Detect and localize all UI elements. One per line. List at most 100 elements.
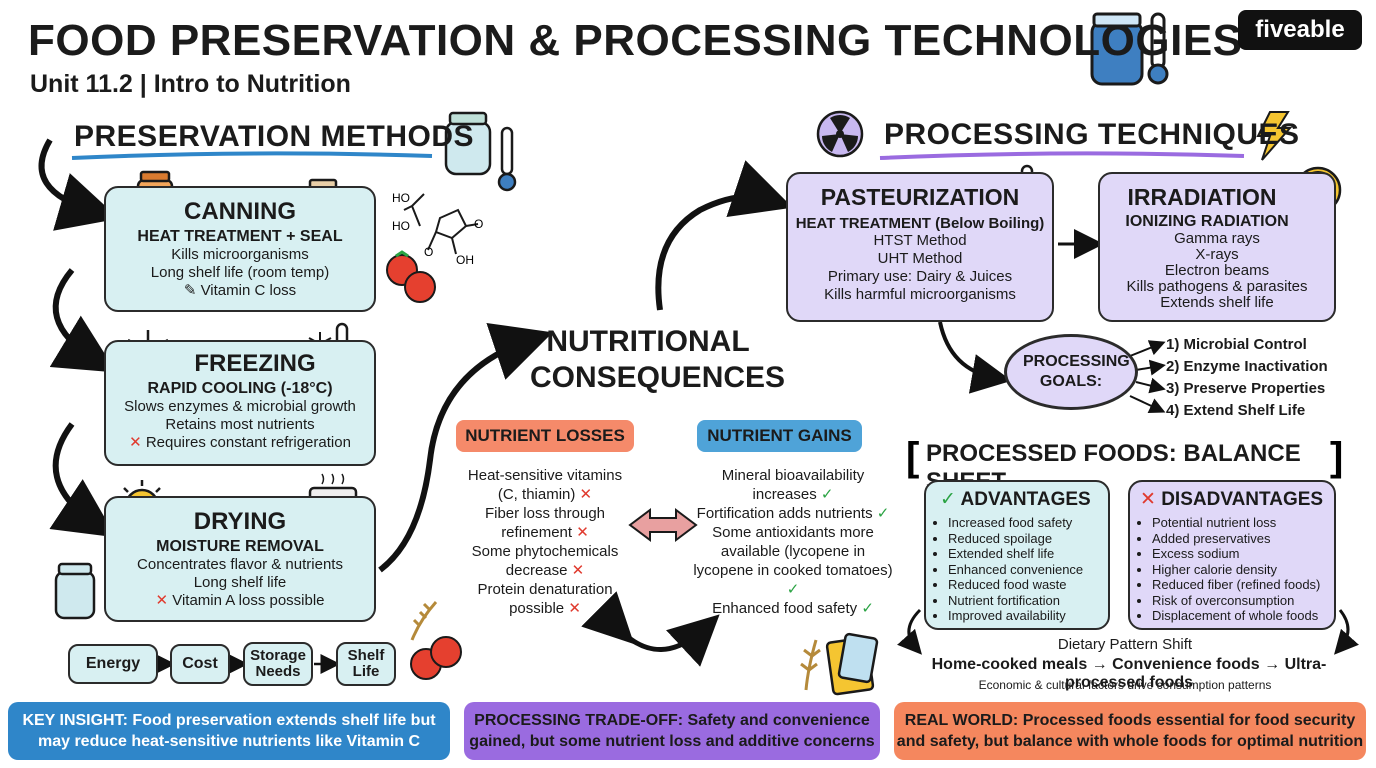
key-insight-label: KEY INSIGHT: bbox=[22, 712, 128, 729]
loss-item: Some phytochemicals decrease ✕ bbox=[471, 543, 619, 579]
irradiation-line: Extends shelf life bbox=[1160, 294, 1274, 311]
drying-title: DRYING bbox=[193, 508, 287, 535]
pasteurization-line: Kills harmful microorganisms bbox=[824, 286, 1016, 303]
cross-icon: ✕ bbox=[155, 592, 173, 609]
gain-item: Fortification adds nutrients ✓ bbox=[696, 505, 890, 522]
advantages-card: ✓ ADVANTAGES Increased food safety Reduc… bbox=[924, 480, 1110, 630]
advantage-item: Nutrient fortification bbox=[948, 593, 1108, 609]
canning-title: CANNING bbox=[184, 198, 296, 225]
irradiation-title: IRRADIATION bbox=[1127, 184, 1277, 210]
pasteurization-subtitle: HEAT TREATMENT (Below Boiling) bbox=[795, 215, 1045, 232]
disadvantage-item: Higher calorie density bbox=[1152, 562, 1334, 578]
advantage-item: Improved availability bbox=[948, 608, 1108, 624]
jar-icon bbox=[1090, 12, 1144, 86]
disadvantage-item: Risk of overconsumption bbox=[1152, 593, 1334, 609]
tradeoff-label: PROCESSING TRADE-OFF: bbox=[474, 712, 684, 729]
check-icon: ✓ bbox=[861, 600, 874, 617]
disadvantages-card: ✕ DISADVANTAGES Potential nutrient loss … bbox=[1128, 480, 1336, 630]
pasteurization-line: UHT Method bbox=[877, 250, 963, 267]
flow-cost: Cost bbox=[170, 644, 230, 684]
pasteurization-title: PASTEURIZATION bbox=[820, 184, 1020, 210]
pasteurization-card: PASTEURIZATION HEAT TREATMENT (Below Boi… bbox=[786, 172, 1054, 322]
flow-energy: Energy bbox=[68, 644, 158, 684]
molecule-label: HO bbox=[392, 191, 410, 205]
page-subtitle: Unit 11.2 | Intro to Nutrition bbox=[30, 70, 351, 98]
cross-icon: ✕ bbox=[1140, 489, 1156, 510]
bracket: ] bbox=[1330, 435, 1343, 479]
jar-icon bbox=[54, 562, 96, 620]
advantages-title: ✓ ADVANTAGES bbox=[940, 489, 1091, 510]
processing-goals-oval: PROCESSING GOALS: bbox=[1004, 334, 1138, 410]
page-title: FOOD PRESERVATION & PROCESSING TECHNOLOG… bbox=[28, 16, 1243, 65]
check-icon: ✓ bbox=[940, 489, 956, 510]
pasteurization-line: HTST Method bbox=[873, 232, 967, 249]
check-icon: ✓ bbox=[876, 505, 890, 522]
drying-subtitle: MOISTURE REMOVAL bbox=[156, 538, 324, 555]
vitamin-c-molecule-icon bbox=[403, 193, 479, 255]
tradeoff-text: Safety and convenience gained, but some … bbox=[469, 712, 875, 750]
flow-arrow bbox=[38, 138, 120, 231]
tomato-icon bbox=[410, 636, 462, 680]
disadvantage-item: Reduced fiber (refined foods) bbox=[1152, 577, 1334, 593]
thermometer-icon bbox=[1147, 12, 1169, 85]
canning-subtitle: HEAT TREATMENT + SEAL bbox=[137, 228, 343, 245]
consequences-heading: NUTRITIONAL CONSEQUENCES bbox=[530, 325, 786, 394]
nutrient-gains-label: NUTRIENT GAINS bbox=[697, 420, 862, 452]
gain-item: Mineral bioavailability increases ✓ bbox=[721, 467, 865, 503]
flow-arrow bbox=[655, 160, 793, 311]
irradiation-card: IRRADIATION IONIZING RADIATION Gamma ray… bbox=[1098, 172, 1336, 322]
freezing-card: FREEZING RAPID COOLING (-18°C) Slows enz… bbox=[104, 340, 376, 466]
disadvantages-title: ✕ DISADVANTAGES bbox=[1140, 489, 1324, 510]
wheat-icon bbox=[410, 601, 438, 641]
nutrient-losses-label: NUTRIENT LOSSES bbox=[456, 420, 634, 452]
tradeoff-bar: PROCESSING TRADE-OFF: Safety and conveni… bbox=[464, 702, 880, 760]
flow-arrow bbox=[1334, 609, 1359, 655]
processing-goals-label: PROCESSING GOALS: bbox=[1023, 353, 1130, 390]
flow-arrow bbox=[938, 321, 1012, 394]
jar-icon bbox=[444, 111, 492, 176]
disadvantage-item: Displacement of whole foods bbox=[1152, 608, 1334, 624]
drying-line: ✕ Vitamin A loss possible bbox=[106, 592, 374, 610]
flow-arrow bbox=[49, 422, 116, 538]
dietary-shift-title: Dietary Pattern Shift bbox=[1057, 636, 1193, 653]
lightning-icon bbox=[1256, 111, 1293, 161]
irradiation-subtitle: IONIZING RADIATION bbox=[1125, 213, 1289, 230]
advantages-list: Increased food safety Reduced spoilage E… bbox=[926, 515, 1108, 624]
freezing-line: Retains most nutrients bbox=[165, 416, 315, 433]
canning-line: Long shelf life (room temp) bbox=[150, 264, 330, 281]
irradiation-line: X-rays bbox=[1195, 246, 1239, 263]
drying-line-text: Vitamin A loss possible bbox=[172, 592, 325, 609]
disadvantage-item: Added preservatives bbox=[1152, 531, 1334, 547]
molecule-label: OH bbox=[456, 253, 474, 267]
freezing-line: ✕ Requires constant refrigeration bbox=[106, 434, 374, 452]
irradiation-line: Gamma rays bbox=[1174, 230, 1260, 247]
radiation-icon bbox=[816, 110, 864, 158]
canning-line: Kills microorganisms bbox=[171, 246, 309, 263]
goal-item: 3) Preserve Properties bbox=[1166, 380, 1326, 397]
advantage-item: Extended shelf life bbox=[948, 546, 1108, 562]
flow-arrow bbox=[378, 322, 553, 573]
cross-icon: ✕ bbox=[579, 486, 593, 503]
molecule-label: O bbox=[474, 217, 483, 231]
cross-icon: ✕ bbox=[576, 524, 589, 541]
flow-shelf-life: Shelf Life bbox=[336, 642, 396, 686]
goals-list: 1) Microbial Control 2) Enzyme Inactivat… bbox=[1166, 334, 1328, 422]
heading-underline bbox=[71, 151, 433, 160]
real-world-label: REAL WORLD: bbox=[904, 712, 1019, 729]
freezing-title: FREEZING bbox=[194, 350, 316, 377]
gain-item: Some antioxidants more available (lycope… bbox=[693, 524, 893, 598]
drying-card: DRYING MOISTURE REMOVAL Concentrates fla… bbox=[104, 496, 376, 622]
cycle-arrow bbox=[581, 591, 720, 667]
flow-arrow bbox=[49, 268, 117, 373]
canning-card: CANNING HEAT TREATMENT + SEAL Kills micr… bbox=[104, 186, 376, 312]
advantage-item: Reduced food waste bbox=[948, 577, 1108, 593]
dietary-shift-note: Economic & cultural factors drive consum… bbox=[978, 678, 1272, 692]
goal-item: 4) Extend Shelf Life bbox=[1166, 402, 1306, 419]
advantage-item: Increased food safety bbox=[948, 515, 1108, 531]
brand-logo[interactable]: fiveable bbox=[1238, 10, 1362, 50]
freezing-subtitle: RAPID COOLING (-18°C) bbox=[147, 380, 333, 397]
disadvantages-list: Potential nutrient loss Added preservati… bbox=[1130, 515, 1334, 624]
canning-line: ✎ Vitamin C loss bbox=[106, 282, 374, 300]
drying-line: Long shelf life bbox=[193, 574, 287, 591]
preservation-heading: PRESERVATION METHODS bbox=[74, 120, 475, 153]
